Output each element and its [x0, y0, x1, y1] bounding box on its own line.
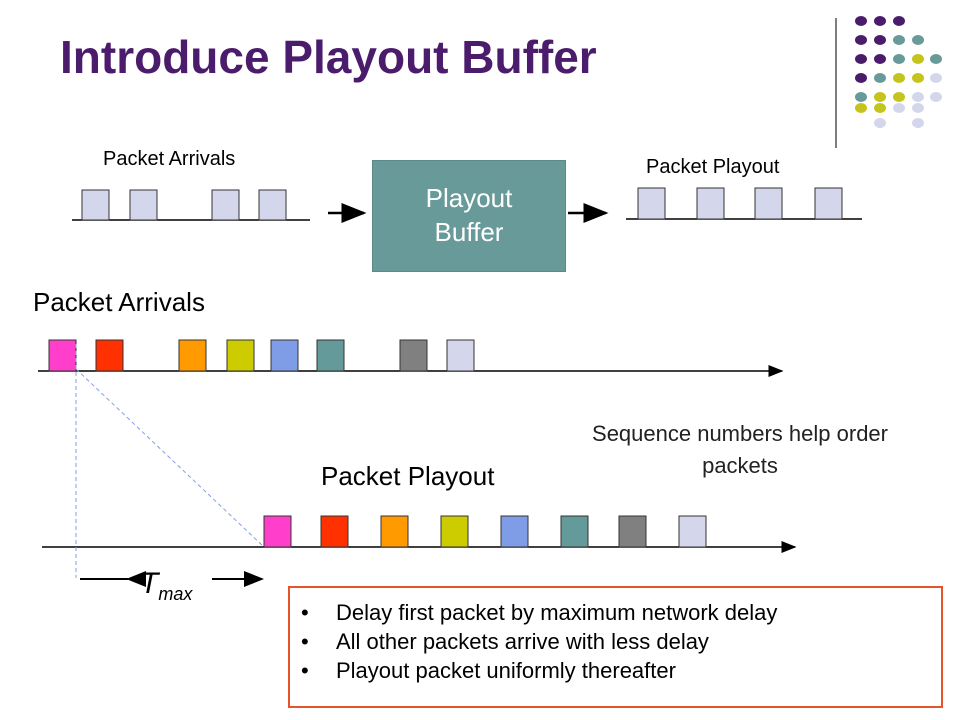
playout-packet: [678, 515, 707, 548]
decorative-dot: [930, 54, 942, 64]
decorative-dot: [930, 92, 942, 102]
arrival-packet: [178, 339, 207, 372]
decorative-dot: [855, 73, 867, 83]
top-arrival-packets: [81, 189, 287, 221]
decorative-dot: [874, 92, 886, 102]
decorative-dot: [912, 35, 924, 45]
arrivals-label: Packet Arrivals: [33, 287, 205, 317]
decorative-dot: [912, 92, 924, 102]
top-arrival-packet: [258, 189, 287, 221]
arrival-packet: [48, 339, 77, 372]
playout-packet: [263, 515, 292, 548]
arrival-packet: [316, 339, 345, 372]
decorative-dot: [912, 73, 924, 83]
decorative-dot: [874, 16, 886, 26]
playout-packet: [380, 515, 409, 548]
bullet-item: Delay first packet by maximum network de…: [301, 598, 941, 627]
decorative-dot: [912, 118, 924, 128]
top-arrival-packet: [81, 189, 110, 221]
decorative-dot: [893, 73, 905, 83]
playout-packets: [263, 515, 707, 548]
decorative-dot: [893, 35, 905, 45]
decorative-dot: [874, 103, 886, 113]
sequence-numbers-note: Sequence numbers help order packets: [592, 421, 888, 478]
playout-packet: [440, 515, 469, 548]
decorative-dot: [930, 73, 942, 83]
top-playout-packets: [637, 187, 843, 220]
top-playout-packet: [754, 187, 783, 220]
arrival-packet: [95, 339, 124, 372]
top-arrival-packet: [129, 189, 158, 221]
bullet-item: All other packets arrive with less delay: [301, 627, 941, 656]
decorative-dot: [855, 35, 867, 45]
playout-packet: [500, 515, 529, 548]
playout-packet: [618, 515, 647, 548]
playout-buffer-label: Playout Buffer: [425, 183, 513, 247]
decorative-dot: [855, 103, 867, 113]
decorative-dot: [855, 92, 867, 102]
delay-diagonal-dashed-line: [75, 368, 265, 548]
top-playout-packet: [637, 187, 666, 220]
playout-packet: [560, 515, 589, 548]
summary-bullet-box: Delay first packet by maximum network de…: [288, 586, 943, 708]
top-arrival-packet: [211, 189, 240, 221]
tmax-main: T: [140, 567, 159, 600]
playout-buffer-box: Playout Buffer: [372, 160, 566, 272]
tmax-subscript: max: [158, 584, 193, 604]
decorative-dot: [855, 16, 867, 26]
arrival-packet: [226, 339, 255, 372]
decorative-dot: [874, 54, 886, 64]
decorative-dot: [893, 16, 905, 26]
top-playout-packet: [814, 187, 843, 220]
arrival-packet: [399, 339, 428, 372]
decorative-dot: [912, 54, 924, 64]
decorative-dot: [874, 73, 886, 83]
decorative-dot: [893, 103, 905, 113]
playout-packet: [320, 515, 349, 548]
decorative-dot: [893, 92, 905, 102]
decorative-dot: [874, 118, 886, 128]
arrival-packet: [270, 339, 299, 372]
top-arrivals-label: Packet Arrivals: [103, 148, 236, 170]
arrival-packets: [48, 339, 475, 372]
slide-title: Introduce Playout Buffer: [60, 31, 597, 83]
playout-label: Packet Playout: [321, 461, 495, 491]
decorative-dot: [855, 54, 867, 64]
top-playout-label: Packet Playout: [646, 156, 780, 178]
decorative-dot: [912, 103, 924, 113]
decorative-dot: [874, 35, 886, 45]
decorative-dot: [893, 54, 905, 64]
tmax-label: Tmax: [140, 567, 192, 605]
top-playout-packet: [696, 187, 725, 220]
bullet-item: Playout packet uniformly thereafter: [301, 656, 941, 685]
arrival-packet: [446, 339, 475, 372]
decorative-dot-grid: [855, 16, 942, 128]
